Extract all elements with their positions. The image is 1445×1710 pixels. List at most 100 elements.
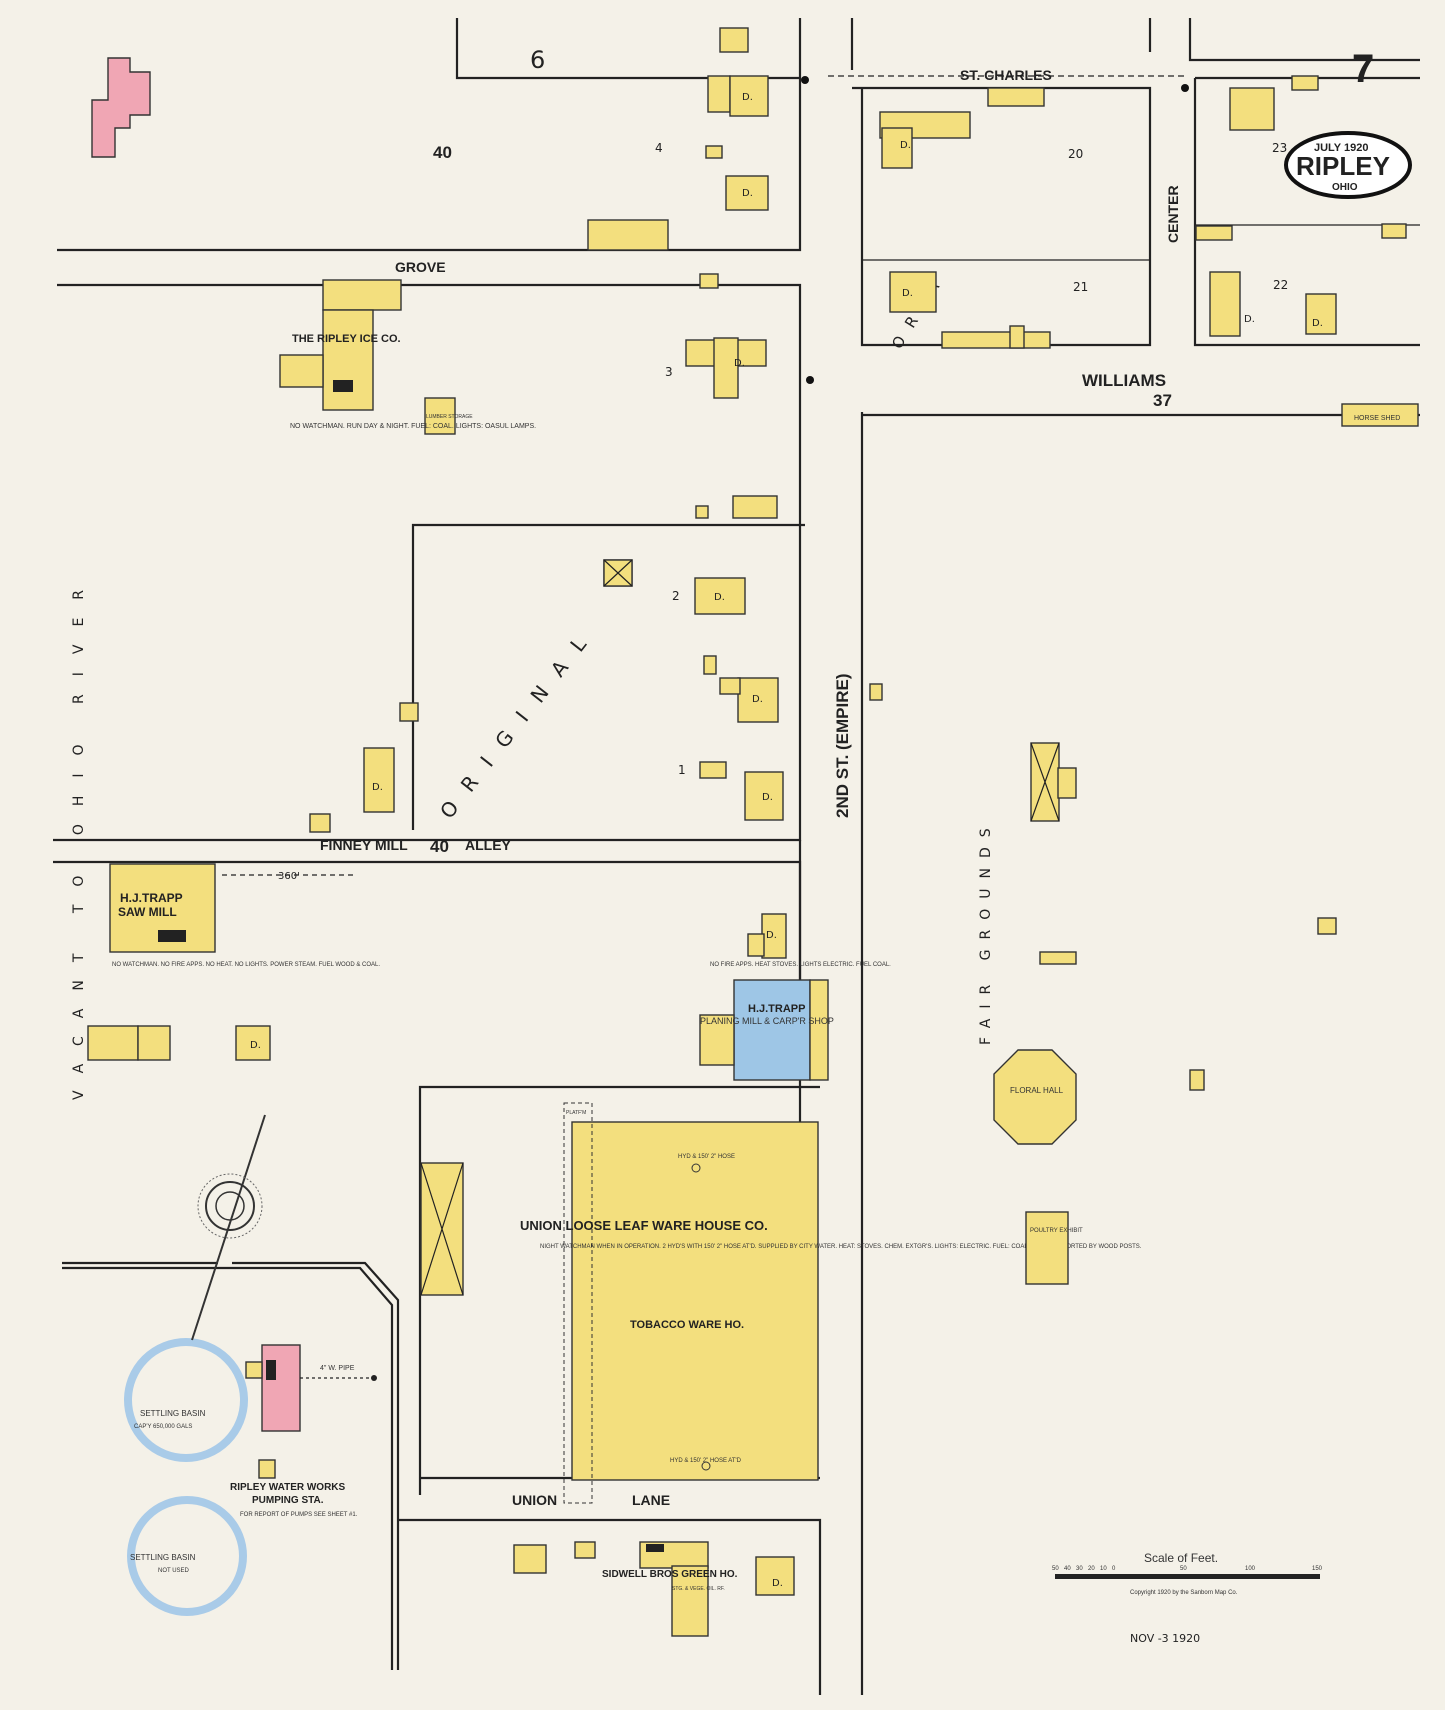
water-works-name: RIPLEY WATER WORKS [230, 1482, 346, 1493]
settling-basin-1: SETTLING BASIN [140, 1409, 206, 1418]
dwelling-label: D. [900, 140, 911, 151]
green-house-name: SIDWELL BROS GREEN HO. [602, 1569, 738, 1580]
warehouse-name: UNION LOOSE LEAF WARE HOUSE CO. [520, 1218, 768, 1233]
hyd-bottom-label: HYD & 150' 2" HOSE AT'D [670, 1458, 742, 1464]
saw-mill-note: NO WATCHMAN. NO FIRE APPS. NO HEAT. NO L… [112, 962, 380, 968]
street-alley: ALLEY [465, 837, 512, 853]
dwelling-label: D. [250, 1040, 261, 1051]
hyd-top-label: HYD & 150' 2" HOSE [678, 1154, 735, 1160]
block-40-alley: 40 [430, 837, 449, 856]
ripley-ice-co: THE RIPLEY ICE CO. NO WATCHMAN. RUN DAY … [279, 279, 536, 430]
street-lane: LANE [632, 1492, 670, 1508]
horse-shed-label: HORSE SHED [1354, 415, 1400, 422]
lot-3: 3 [665, 365, 673, 379]
green-house-note: STG. & VEGE. OIL. RF. [672, 1586, 725, 1592]
title-cartouche: 7 JULY 1920 RIPLEY OHIO [1284, 47, 1412, 199]
street-williams: WILLIAMS [1082, 371, 1166, 390]
block-37: 37 [1153, 391, 1172, 410]
sheds [420, 559, 1060, 1296]
settling-basin-1-cap: CAP'Y 650,000 GALS [134, 1424, 192, 1430]
lumber-storage-label: LUMBER STORAGE [426, 414, 473, 420]
water-works-note: FOR REPORT OF PUMPS SEE SHEET #1. [240, 1512, 358, 1518]
pipe-label: 4" W. PIPE [320, 1365, 355, 1372]
street-center: CENTER [1165, 185, 1181, 243]
street-finney-mill: FINNEY MILL [320, 837, 408, 853]
dwelling-label: D. [714, 592, 725, 603]
area-vacant: VACANT TO OHIO RIVER [71, 572, 87, 1100]
street-union: UNION [512, 1492, 557, 1508]
lot-2: 2 [672, 589, 680, 603]
saw-mill-name-b: SAW MILL [118, 905, 177, 919]
compass-rose [191, 1114, 266, 1341]
dwellings: D. D. D. D. D. D. D. D. D. D. D. D. D. D… [87, 27, 1419, 1637]
lot-22: 22 [1273, 278, 1288, 292]
sidwell-green-house: SIDWELL BROS GREEN HO. STG. & VEGE. OIL.… [602, 1544, 738, 1592]
union-warehouse: UNION LOOSE LEAF WARE HOUSE CO. NIGHT WA… [520, 1102, 1142, 1504]
ice-co-note: NO WATCHMAN. RUN DAY & NIGHT. FUEL: COAL… [290, 423, 536, 430]
dwelling-label: D. [772, 1578, 783, 1589]
dwelling-label: D. [902, 288, 913, 299]
scale-tick: 30 [1076, 1566, 1083, 1572]
dwelling-label: D. [742, 92, 753, 103]
lot-1: 1 [678, 763, 686, 777]
street-2nd: 2ND ST. (EMPIRE) [833, 673, 852, 818]
brick-building [91, 57, 151, 158]
settling-basin-2: SETTLING BASIN [130, 1553, 196, 1562]
dwelling-label: D. [742, 188, 753, 199]
title-date: JULY 1920 [1314, 142, 1368, 154]
scale-tick: 10 [1100, 1566, 1107, 1572]
dwelling-label: D. [1312, 318, 1323, 329]
area-fair-grounds: FAIR GROUNDS [978, 818, 994, 1045]
warehouse-note: NIGHT WATCHMAN WHEN IN OPERATION. 2 HYD'… [540, 1244, 1142, 1250]
floral-hall-label: FLORAL HALL [1010, 1086, 1064, 1095]
lot-21: 21 [1073, 280, 1088, 294]
water-works-sta: PUMPING STA. [252, 1495, 324, 1506]
scale-tick: 50 [1180, 1566, 1187, 1572]
lot-numbers: 4 3 2 1 20 21 22 23 [655, 141, 1288, 777]
scale-tick: 100 [1245, 1566, 1256, 1572]
street-grove: GROVE [395, 259, 446, 275]
lot-23: 23 [1272, 141, 1287, 155]
dwelling-label: D. [372, 782, 383, 793]
sheet-number: 7 [1352, 47, 1374, 91]
trapp-planing-mill: H.J.TRAPP PLANING MILL & CARP'R SHOP NO … [699, 962, 891, 1081]
dwelling-label: D. [752, 694, 763, 705]
street-st-charles: ST. CHARLES [960, 67, 1052, 83]
dwelling-label: D. [766, 930, 777, 941]
lot-20: 20 [1068, 147, 1083, 161]
dwelling-label: D. [1244, 314, 1255, 325]
trapp-saw-mill: H.J.TRAPP SAW MILL NO WATCHMAN. NO FIRE … [109, 863, 380, 968]
planing-mill-name-a: H.J.TRAPP [748, 1003, 805, 1015]
copyright: Copyright 1920 by the Sanborn Map Co. [1130, 1590, 1238, 1596]
street-lines [53, 18, 1420, 1695]
receipt-stamp: NOV -3 1920 [1130, 1632, 1200, 1645]
scale-tick: 50 [1052, 1566, 1059, 1572]
ice-co-name: THE RIPLEY ICE CO. [292, 333, 401, 345]
street-names: ST. CHARLES GROVE WILLIAMS CENTER 2ND ST… [320, 67, 1181, 1508]
planing-mill-name-b: PLANING MILL & CARP'R SHOP [700, 1016, 834, 1026]
platform-label: PLATF'M [566, 1110, 586, 1116]
scale-tick: 20 [1088, 1566, 1095, 1572]
block-6: 6 [530, 46, 545, 74]
dwelling-label: D. [734, 358, 745, 369]
area-original: ORIGINAL [435, 619, 602, 823]
title-town: RIPLEY [1296, 151, 1390, 181]
tobacco-label: TOBACCO WARE HO. [630, 1319, 744, 1331]
title-state: OHIO [1332, 182, 1358, 193]
scale-bar: Scale of Feet. 50 40 30 20 10 0 50 100 1… [1052, 1551, 1323, 1645]
hydrants [801, 76, 1189, 384]
scale-title: Scale of Feet. [1144, 1551, 1218, 1565]
scale-tick: 0 [1112, 1566, 1116, 1572]
water-works: SETTLING BASIN CAP'Y 650,000 GALS SETTLI… [124, 1338, 377, 1616]
poultry-label: POULTRY EXHIBIT [1030, 1228, 1083, 1234]
lot-4: 4 [655, 141, 663, 155]
scale-tick: 150 [1312, 1566, 1323, 1572]
fair-buildings: FLORAL HALL POULTRY EXHIBIT HORSE SHED [993, 415, 1400, 1285]
dwelling-label: D. [762, 792, 773, 803]
distance-label: 360' [278, 871, 300, 882]
saw-mill-name-a: H.J.TRAPP [120, 891, 183, 905]
block-40-top: 40 [433, 143, 452, 162]
scale-tick: 40 [1064, 1566, 1071, 1572]
planing-mill-note: NO FIRE APPS. HEAT STOVES. LIGHTS ELECTR… [710, 962, 891, 968]
